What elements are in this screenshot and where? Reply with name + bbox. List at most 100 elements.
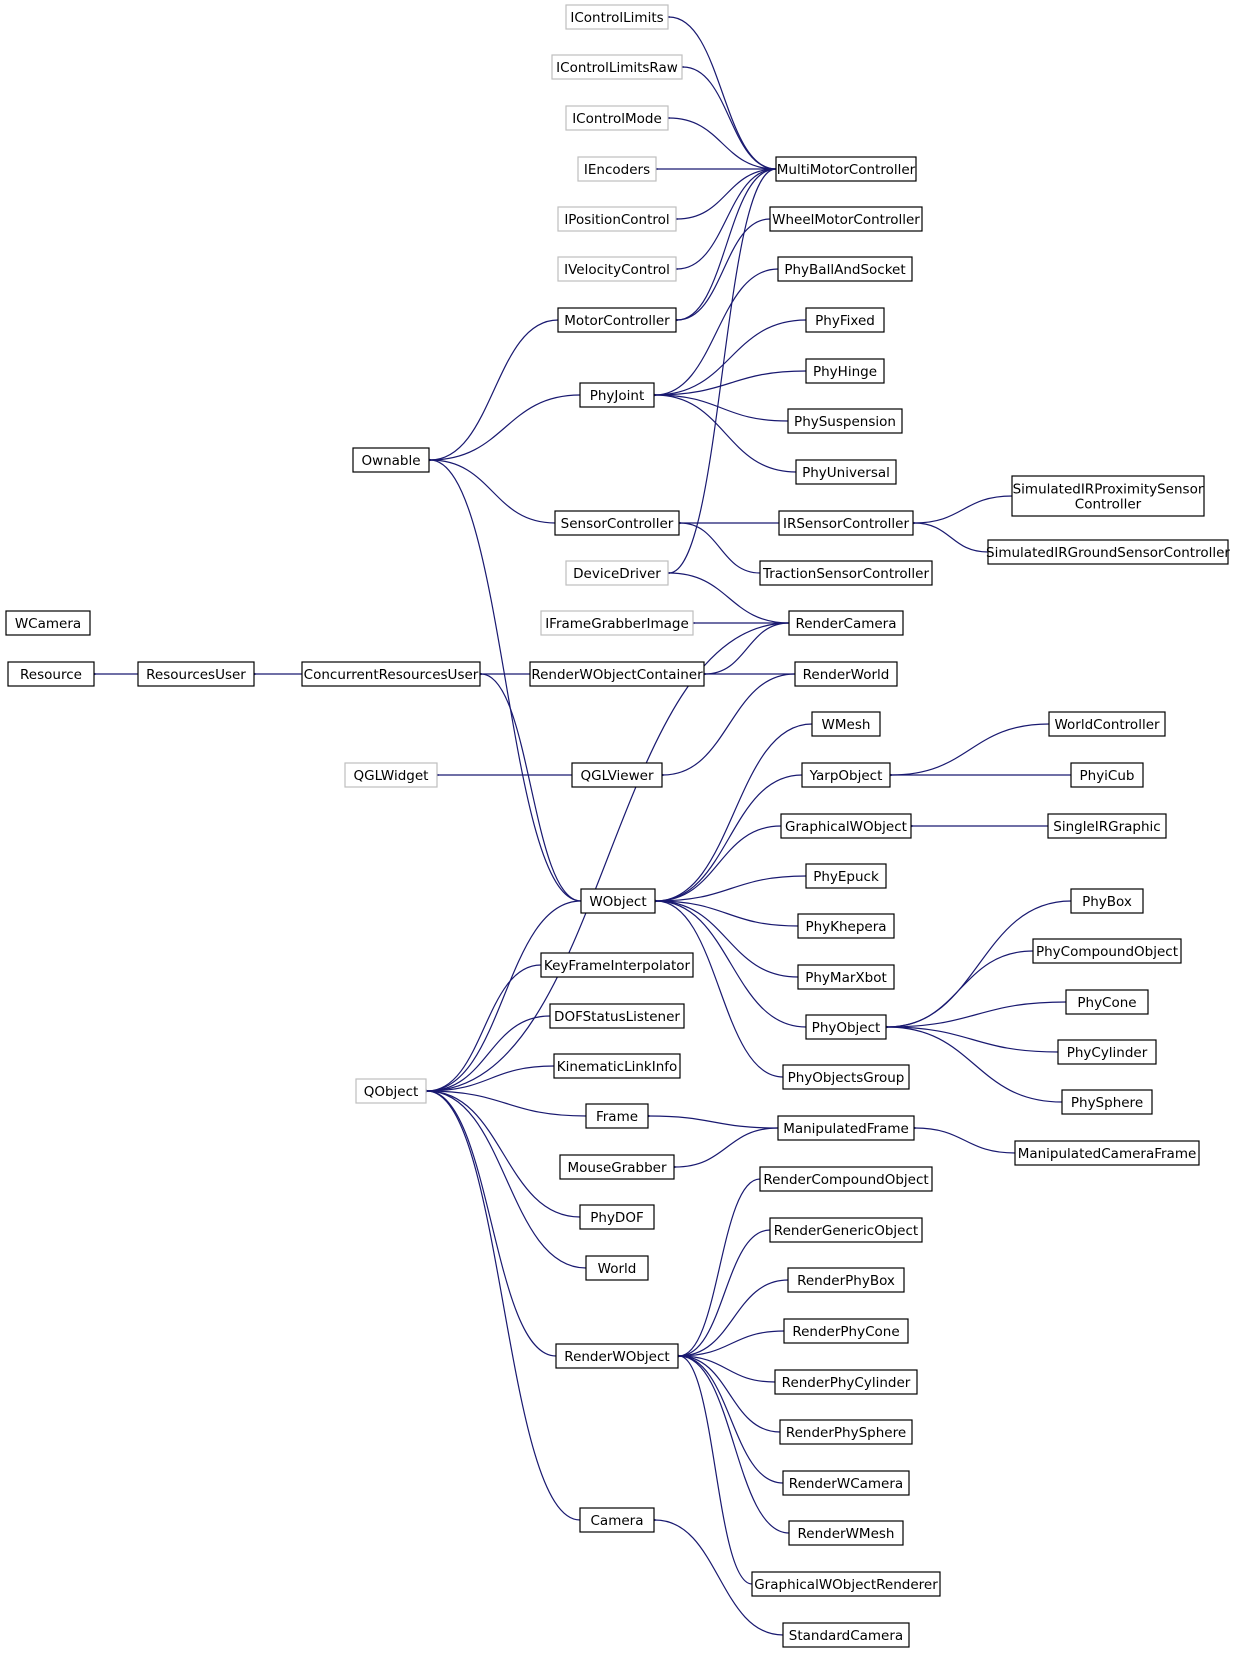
class-node-render-phy-cone[interactable]: RenderPhyCone (783, 1318, 909, 1344)
class-node-label: PhyObject (812, 1020, 881, 1036)
class-node-phyi-cub[interactable]: PhyiCub (1070, 762, 1144, 788)
class-node-camera[interactable]: Camera (579, 1507, 655, 1533)
class-node-phy-cone[interactable]: PhyCone (1065, 989, 1149, 1015)
edge-multi-motor-controller-to-device-driver (669, 168, 777, 573)
edge-multi-motor-controller-to-i-control-limits (669, 17, 777, 170)
class-node-label: MouseGrabber (567, 1160, 667, 1176)
class-node-box (1047, 813, 1167, 839)
class-node-render-phy-sphere[interactable]: RenderPhySphere (779, 1419, 913, 1445)
class-node-yarp-object[interactable]: YarpObject (801, 762, 891, 788)
class-node-label: PhyObjectsGroup (788, 1070, 905, 1086)
class-node-w-camera[interactable]: WCamera (5, 610, 91, 636)
class-node-box (540, 610, 694, 636)
class-node-phy-suspension[interactable]: PhySuspension (787, 408, 903, 434)
class-node-ownable[interactable]: Ownable (352, 447, 430, 473)
class-node-traction-sensor-controller[interactable]: TractionSensorController (759, 560, 933, 586)
class-node-qgl-viewer[interactable]: QGLViewer (571, 762, 663, 788)
class-node-box (788, 610, 904, 636)
class-node-w-object[interactable]: WObject (580, 888, 656, 914)
edge-traction-sensor-controller-to-sensor-controller (680, 523, 761, 574)
class-node-concurrent-resources-user[interactable]: ConcurrentResourcesUser (301, 661, 481, 687)
class-node-label: Controller (1075, 497, 1142, 513)
class-node-resources-user[interactable]: ResourcesUser (137, 661, 255, 687)
class-node-standard-camera[interactable]: StandardCamera (782, 1622, 910, 1648)
class-node-dof-status-listener[interactable]: DOFStatusListener (549, 1003, 685, 1029)
class-node-phy-ball-and-socket[interactable]: PhyBallAndSocket (777, 256, 913, 282)
class-node-phy-object[interactable]: PhyObject (805, 1014, 887, 1040)
class-node-frame[interactable]: Frame (585, 1103, 649, 1129)
class-node-label: KeyFrameInterpolator (544, 958, 691, 974)
class-node-label: SensorController (561, 516, 674, 532)
class-node-box (352, 447, 430, 473)
class-node-phy-dof[interactable]: PhyDOF (579, 1204, 655, 1230)
class-node-label: SimulatedIRGroundSensorController (986, 545, 1230, 561)
class-node-label: GraphicalWObject (785, 819, 907, 835)
class-node-phy-joint[interactable]: PhyJoint (579, 382, 655, 408)
class-node-phy-compound-object[interactable]: PhyCompoundObject (1032, 938, 1182, 964)
class-node-ir-sensor-controller[interactable]: IRSensorController (778, 510, 914, 536)
class-node-key-frame-interpolator[interactable]: KeyFrameInterpolator (540, 952, 694, 978)
class-node-box (751, 1571, 941, 1597)
class-node-box (565, 4, 669, 30)
class-node-sensor-controller[interactable]: SensorController (554, 510, 680, 536)
class-node-label: IPositionControl (564, 212, 669, 228)
edge-multi-motor-controller-to-i-control-limits-raw (683, 67, 777, 170)
class-node-render-compound-object[interactable]: RenderCompoundObject (759, 1166, 933, 1192)
class-node-phy-box[interactable]: PhyBox (1070, 888, 1144, 914)
class-node-box (805, 1014, 887, 1040)
class-node-render-phy-cylinder[interactable]: RenderPhyCylinder (774, 1369, 918, 1395)
class-node-box (987, 539, 1229, 565)
class-node-phy-cylinder[interactable]: PhyCylinder (1057, 1039, 1157, 1065)
class-node-motor-controller[interactable]: MotorController (557, 307, 677, 333)
class-node-simulated-ir-ground-sensor-controller[interactable]: SimulatedIRGroundSensorController (986, 539, 1230, 565)
class-node-phy-hinge[interactable]: PhyHinge (805, 358, 885, 384)
class-node-phy-objects-group[interactable]: PhyObjectsGroup (782, 1064, 910, 1090)
class-node-box (801, 762, 891, 788)
class-node-world[interactable]: World (585, 1255, 649, 1281)
class-node-phy-sphere[interactable]: PhySphere (1061, 1089, 1153, 1115)
class-node-resource[interactable]: Resource (7, 661, 95, 687)
edge-world-to-q-object (427, 1091, 587, 1269)
edge-phy-cone-to-phy-object (887, 1001, 1067, 1027)
class-node-render-w-mesh[interactable]: RenderWMesh (788, 1520, 904, 1546)
class-node-phy-mar-xbot[interactable]: PhyMarXbot (797, 964, 895, 990)
class-node-i-velocity-control: IVelocityControl (557, 256, 677, 282)
class-node-phy-khepera[interactable]: PhyKhepera (797, 913, 895, 939)
class-node-box (797, 913, 895, 939)
class-node-box (1032, 938, 1182, 964)
class-node-wheel-motor-controller[interactable]: WheelMotorController (769, 206, 923, 232)
class-node-manipulated-camera-frame[interactable]: ManipulatedCameraFrame (1014, 1140, 1200, 1166)
class-node-box (1070, 762, 1144, 788)
edge-render-camera-to-q-object (427, 622, 790, 1091)
edge-camera-to-q-object (427, 1091, 581, 1521)
class-node-box (585, 1255, 649, 1281)
class-node-phy-fixed[interactable]: PhyFixed (805, 307, 885, 333)
class-node-graphical-w-object[interactable]: GraphicalWObject (780, 813, 912, 839)
edge-w-object-to-q-object (427, 900, 582, 1091)
class-node-phy-universal[interactable]: PhyUniversal (795, 459, 897, 485)
class-node-render-camera[interactable]: RenderCamera (788, 610, 904, 636)
class-node-label: RenderGenericObject (774, 1223, 918, 1239)
class-node-render-w-object-container[interactable]: RenderWObjectContainer (529, 661, 705, 687)
class-node-multi-motor-controller[interactable]: MultiMotorController (775, 156, 917, 182)
class-node-render-w-camera[interactable]: RenderWCamera (782, 1470, 910, 1496)
class-node-label: KinematicLinkInfo (557, 1059, 678, 1075)
class-node-manipulated-frame[interactable]: ManipulatedFrame (777, 1115, 915, 1141)
edge-phy-ball-and-socket-to-phy-joint (655, 268, 779, 395)
class-node-label: WCamera (15, 616, 81, 632)
class-node-graphical-w-object-renderer[interactable]: GraphicalWObjectRenderer (751, 1571, 941, 1597)
class-node-render-phy-box[interactable]: RenderPhyBox (787, 1267, 905, 1293)
class-node-mouse-grabber[interactable]: MouseGrabber (559, 1154, 675, 1180)
class-node-label: RenderPhyCone (792, 1324, 899, 1340)
class-node-kinematic-link-info[interactable]: KinematicLinkInfo (553, 1053, 681, 1079)
class-node-single-ir-graphic[interactable]: SingleIRGraphic (1047, 813, 1167, 839)
class-node-render-world[interactable]: RenderWorld (794, 661, 898, 687)
class-node-world-controller[interactable]: WorldController (1048, 711, 1166, 737)
class-node-render-w-object[interactable]: RenderWObject (555, 1343, 679, 1369)
edge-sensor-controller-to-ownable (430, 460, 556, 524)
class-node-box (783, 1318, 909, 1344)
class-node-w-mesh[interactable]: WMesh (811, 711, 881, 737)
class-node-phy-epuck[interactable]: PhyEpuck (805, 863, 887, 889)
class-node-render-generic-object[interactable]: RenderGenericObject (769, 1217, 923, 1243)
